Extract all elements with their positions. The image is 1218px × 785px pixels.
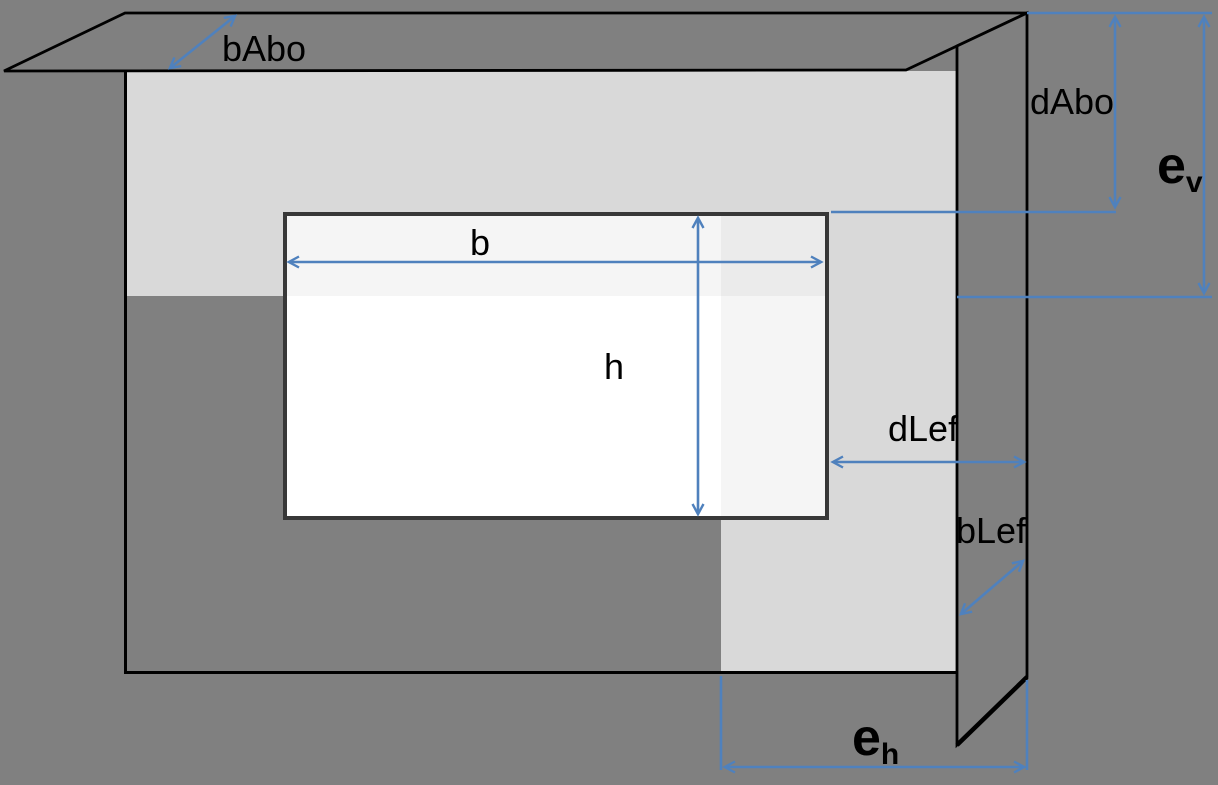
label-h: h [604,346,625,387]
side-fin-plane [955,10,1029,749]
label-dAbo: dAbo [1030,81,1115,122]
side-fin-bottom-edge [955,675,1029,747]
dim-arrow-bAbo [167,14,238,70]
label-ev-sub: v [1185,166,1203,199]
label-bAbo: bAbo [222,28,307,69]
label-eh-sub: h [880,738,900,771]
label-eh: eh [852,712,899,770]
label-dLef: dLef [888,408,959,449]
label-b: b [470,222,491,263]
label-eh-base: e [852,709,881,767]
dim-arrow-bLef [958,559,1026,616]
overhang-plane [3,11,1028,73]
label-ev: ev [1157,140,1203,198]
label-ev-base: e [1157,137,1186,195]
label-bLef: bLef [956,510,1027,551]
